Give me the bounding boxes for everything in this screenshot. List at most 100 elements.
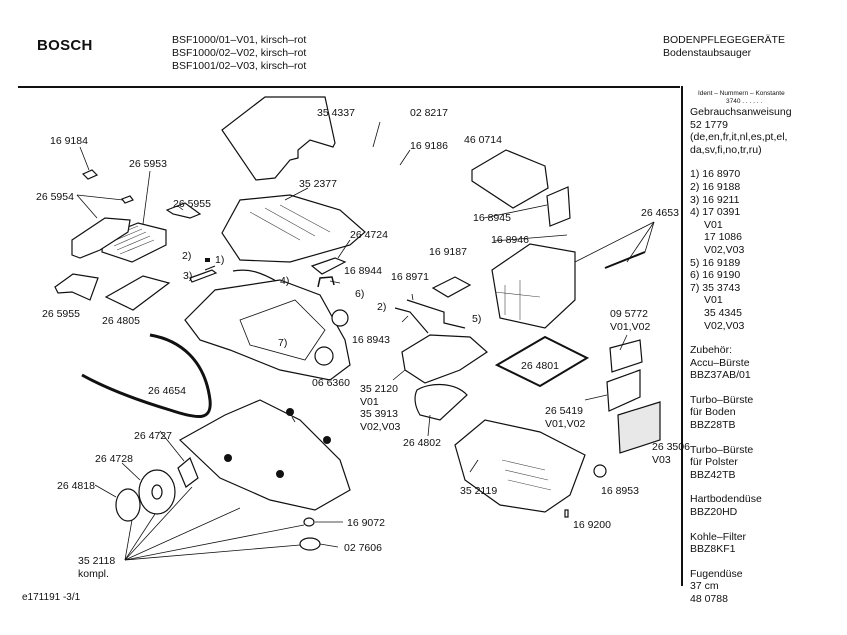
pin-part: [564, 509, 569, 518]
callout-marker: 6): [355, 288, 365, 300]
caster-cap-part: [303, 517, 315, 527]
foot-part: [224, 454, 232, 462]
accessory-line: 48 0788: [690, 593, 728, 605]
part-label[interactable]: 26 4727: [134, 430, 172, 442]
part-label[interactable]: 35 4337: [317, 107, 355, 119]
part-label[interactable]: 26 3506 V03: [652, 441, 690, 466]
accessory-line: Turbo–Bürste: [690, 443, 754, 456]
part-label[interactable]: 02 7606: [344, 542, 382, 554]
flap-part: [54, 273, 99, 301]
part-label[interactable]: 46 0714: [464, 134, 502, 146]
part-label[interactable]: 16 8944: [344, 265, 382, 277]
part-label[interactable]: 26 5955: [173, 198, 211, 210]
accessory-line: Hartbodendüse: [690, 493, 762, 506]
part-label[interactable]: 26 4728: [95, 453, 133, 465]
part-label[interactable]: 26 4818: [57, 480, 95, 492]
part-label[interactable]: 16 8953: [601, 485, 639, 497]
accessory-item: Turbo–Bürste für Boden BBZ28TB: [690, 394, 792, 432]
part-label[interactable]: 26 4654: [148, 385, 186, 397]
part-label[interactable]: 35 2118 kompl.: [78, 555, 116, 580]
category-title: BODENPFLEGEGERÄTE: [663, 34, 785, 46]
part-label[interactable]: 16 9072: [347, 517, 385, 529]
accessory-item: Hartbodendüse BBZ20HD: [690, 493, 792, 518]
category-block: BODENPFLEGEGERÄTE Bodenstaubsauger: [663, 34, 785, 60]
part-label[interactable]: 16 8943: [352, 334, 390, 346]
numbered-part: 6) 16 9190: [690, 269, 741, 282]
part-label[interactable]: 35 2119: [460, 485, 498, 497]
accessory-line: BBZ8KF1: [690, 543, 736, 556]
numbered-part-variant: 35 4345: [704, 306, 742, 319]
part-label[interactable]: 16 8971: [391, 271, 429, 283]
part-label[interactable]: 35 2120 V01 35 3913 V02,V03: [360, 383, 401, 433]
motor-carrier-part: [401, 334, 488, 384]
numbered-part-variant: V01: [704, 218, 723, 231]
part-label[interactable]: 16 8946: [491, 234, 529, 246]
upper-housing-part: [221, 194, 366, 263]
numbered-part-variant: 17 1086: [704, 231, 742, 244]
numbered-part-variant: V01: [704, 294, 723, 307]
frame-part: [431, 276, 472, 298]
part-label[interactable]: 09 5772 V01,V02: [610, 308, 651, 333]
part-label[interactable]: 26 4802: [403, 437, 441, 449]
callout-marker: 4): [280, 275, 290, 287]
part-label[interactable]: 16 9184: [50, 135, 88, 147]
numbered-part-variant: V02,V03: [704, 243, 745, 256]
foot-part: [276, 470, 284, 478]
foot-part: [286, 408, 294, 416]
part-label[interactable]: 16 9186: [410, 140, 448, 152]
accessory-item: Fugendüse 37 cm 48 0788: [690, 568, 792, 606]
part-label[interactable]: 06 6360: [312, 377, 350, 389]
part-label[interactable]: 26 4653: [641, 207, 679, 219]
leader-lines: [76, 121, 655, 561]
part-label[interactable]: 16 9187: [429, 246, 467, 258]
part-label[interactable]: 16 8945: [473, 212, 511, 224]
accessory-line: Zubehör:: [690, 344, 733, 357]
part-label[interactable]: 26 5419 V01,V02: [545, 405, 586, 430]
part-label[interactable]: 35 2377: [299, 178, 337, 190]
header-divider: [18, 86, 680, 88]
callout-marker: 5): [472, 313, 482, 325]
model-list: BSF1000/01–V01, kirsch–rot BSF1000/02–V0…: [172, 34, 306, 73]
numbered-part-variant: V02,V03: [704, 319, 745, 332]
filter-pad-part: [104, 275, 171, 311]
part-label[interactable]: 16 9200: [573, 519, 611, 531]
accessory-item: Turbo–Bürste für Polster BBZ42TB: [690, 444, 792, 482]
part-label[interactable]: 26 5954: [36, 191, 74, 203]
accessory-item: Kohle–Filter BBZ8KF1: [690, 531, 792, 556]
wheel-cap-part: [115, 488, 141, 522]
nut-part: [593, 464, 607, 478]
bracket-wire-part: [394, 307, 429, 334]
seal-strip-part: [81, 333, 212, 419]
numbered-part: 4) 17 0391: [690, 206, 741, 219]
caster-part: [299, 537, 321, 551]
part-label[interactable]: 26 4724: [350, 229, 388, 241]
brand-logo: BOSCH: [37, 37, 93, 54]
top-lid-part: [221, 96, 336, 181]
accessory-line: Fugendüse: [690, 567, 743, 580]
bracket-part: [317, 276, 335, 288]
dust-container-part: [491, 243, 576, 329]
part-label[interactable]: 26 4801: [521, 360, 559, 372]
callout-marker: 7): [278, 337, 288, 349]
filter-sheet-part: [609, 339, 643, 373]
filter-frame-part: [606, 369, 641, 412]
part-label[interactable]: 26 5953: [129, 158, 167, 170]
callout-marker: 3): [183, 270, 193, 282]
wheel-hub-part: [151, 484, 163, 500]
category-subtitle: Bodenstaubsauger: [663, 47, 752, 59]
model-line: BSF1000/02–V02, kirsch–rot: [172, 47, 307, 59]
accessory-line: BBZ20HD: [690, 506, 738, 519]
part-label[interactable]: 02 8217: [410, 107, 448, 119]
model-line: BSF1000/01–V01, kirsch–rot: [172, 34, 307, 46]
callout-marker: 1): [215, 254, 225, 266]
bag-holder-part: [546, 186, 571, 227]
manual-number: 52 1779: [690, 118, 728, 131]
cover-part: [71, 217, 131, 259]
part-label[interactable]: 26 5955: [42, 308, 80, 320]
accessory-line: für Boden: [690, 406, 736, 419]
manual-languages: da,sv,fi,no,tr,ru): [690, 143, 762, 156]
wire-part: [232, 269, 279, 283]
part-label[interactable]: 26 4805: [102, 315, 140, 327]
numbered-part: 7) 35 3743: [690, 281, 741, 294]
manual-title: Gebrauchsanweisung: [690, 106, 792, 118]
